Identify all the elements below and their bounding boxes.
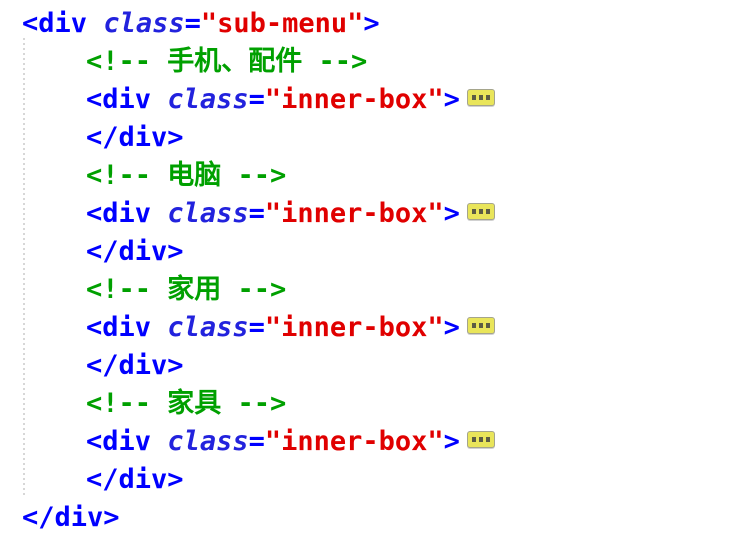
fold-dot — [485, 95, 490, 100]
token-attr: class — [167, 84, 249, 115]
token-punct: </ — [86, 350, 119, 381]
token-comment: <!-- 电脑 --> — [86, 160, 287, 191]
token-punct: < — [86, 84, 103, 115]
code-line[interactable]: <div class="inner-box"> — [0, 195, 730, 233]
token-tag: div — [102, 84, 152, 115]
token-punct: > — [443, 84, 460, 115]
token-punct: > — [443, 198, 460, 229]
token-punct: > — [103, 502, 120, 533]
token-attr: class — [167, 312, 249, 343]
token-punct: </ — [86, 122, 119, 153]
token-punct: > — [443, 312, 460, 343]
token-punct: < — [22, 8, 39, 39]
token-string: "inner-box" — [264, 426, 444, 457]
token-string: "inner-box" — [264, 84, 444, 115]
token-tag: div — [102, 312, 152, 343]
token-punct: > — [363, 8, 380, 39]
token-plain — [151, 426, 167, 457]
ellipsis-dots — [468, 204, 494, 219]
fold-dot — [471, 209, 476, 214]
code-line[interactable]: <div class="inner-box"> — [0, 81, 730, 119]
token-eq: = — [248, 84, 265, 115]
token-attr: class — [167, 426, 249, 457]
token-punct: </ — [22, 502, 55, 533]
token-eq: = — [248, 312, 265, 343]
code-line[interactable]: <!-- 手机、配件 --> — [0, 43, 730, 81]
token-punct: </ — [86, 464, 119, 495]
fold-dot — [478, 437, 483, 442]
token-tag: div — [102, 426, 152, 457]
collapsed-code-marker-icon[interactable] — [466, 203, 495, 220]
token-punct: > — [167, 464, 184, 495]
token-attr: class — [103, 8, 185, 39]
collapsed-code-marker-icon[interactable] — [466, 431, 495, 448]
token-punct: > — [443, 426, 460, 457]
token-tag: div — [38, 8, 88, 39]
ellipsis-dots — [468, 90, 494, 105]
code-line[interactable]: <div class="inner-box"> — [0, 309, 730, 347]
token-plain — [87, 8, 103, 39]
fold-dot — [478, 323, 483, 328]
code-line[interactable]: </div> — [0, 233, 730, 271]
token-tag: div — [118, 350, 168, 381]
token-punct: > — [167, 236, 184, 267]
token-plain — [151, 312, 167, 343]
token-punct: </ — [86, 236, 119, 267]
token-plain — [151, 84, 167, 115]
token-tag: div — [118, 122, 168, 153]
code-line[interactable]: <!-- 家用 --> — [0, 271, 730, 309]
token-punct: > — [167, 122, 184, 153]
token-comment: <!-- 家具 --> — [86, 388, 287, 419]
fold-dot — [485, 323, 490, 328]
fold-dot — [485, 209, 490, 214]
code-line[interactable]: <div class="sub-menu"> — [0, 5, 730, 43]
code-line[interactable]: </div> — [0, 119, 730, 157]
token-plain — [151, 198, 167, 229]
token-eq: = — [248, 198, 265, 229]
token-string: "sub-menu" — [200, 8, 364, 39]
token-tag: div — [118, 236, 168, 267]
fold-dot — [471, 95, 476, 100]
token-tag: div — [118, 464, 168, 495]
token-comment: <!-- 家用 --> — [86, 274, 287, 305]
token-eq: = — [248, 426, 265, 457]
fold-dot — [485, 437, 490, 442]
token-tag: div — [54, 502, 104, 533]
code-line[interactable]: <!-- 家具 --> — [0, 385, 730, 423]
code-line[interactable]: </div> — [0, 347, 730, 385]
code-line[interactable]: <!-- 电脑 --> — [0, 157, 730, 195]
token-punct: < — [86, 198, 103, 229]
code-line[interactable]: <div class="inner-box"> — [0, 423, 730, 461]
code-line[interactable]: </div> — [0, 461, 730, 499]
token-attr: class — [167, 198, 249, 229]
token-comment: <!-- 手机、配件 --> — [86, 46, 368, 77]
ellipsis-dots — [468, 432, 494, 447]
fold-dot — [478, 209, 483, 214]
token-punct: < — [86, 426, 103, 457]
ellipsis-dots — [468, 318, 494, 333]
token-tag: div — [102, 198, 152, 229]
token-eq: = — [184, 8, 201, 39]
collapsed-code-marker-icon[interactable] — [466, 89, 495, 106]
fold-dot — [478, 95, 483, 100]
token-punct: < — [86, 312, 103, 343]
fold-dot — [471, 323, 476, 328]
code-line[interactable]: </div> — [0, 499, 730, 537]
token-string: "inner-box" — [264, 198, 444, 229]
token-string: "inner-box" — [264, 312, 444, 343]
token-punct: > — [167, 350, 184, 381]
fold-dot — [471, 437, 476, 442]
collapsed-code-marker-icon[interactable] — [466, 317, 495, 334]
